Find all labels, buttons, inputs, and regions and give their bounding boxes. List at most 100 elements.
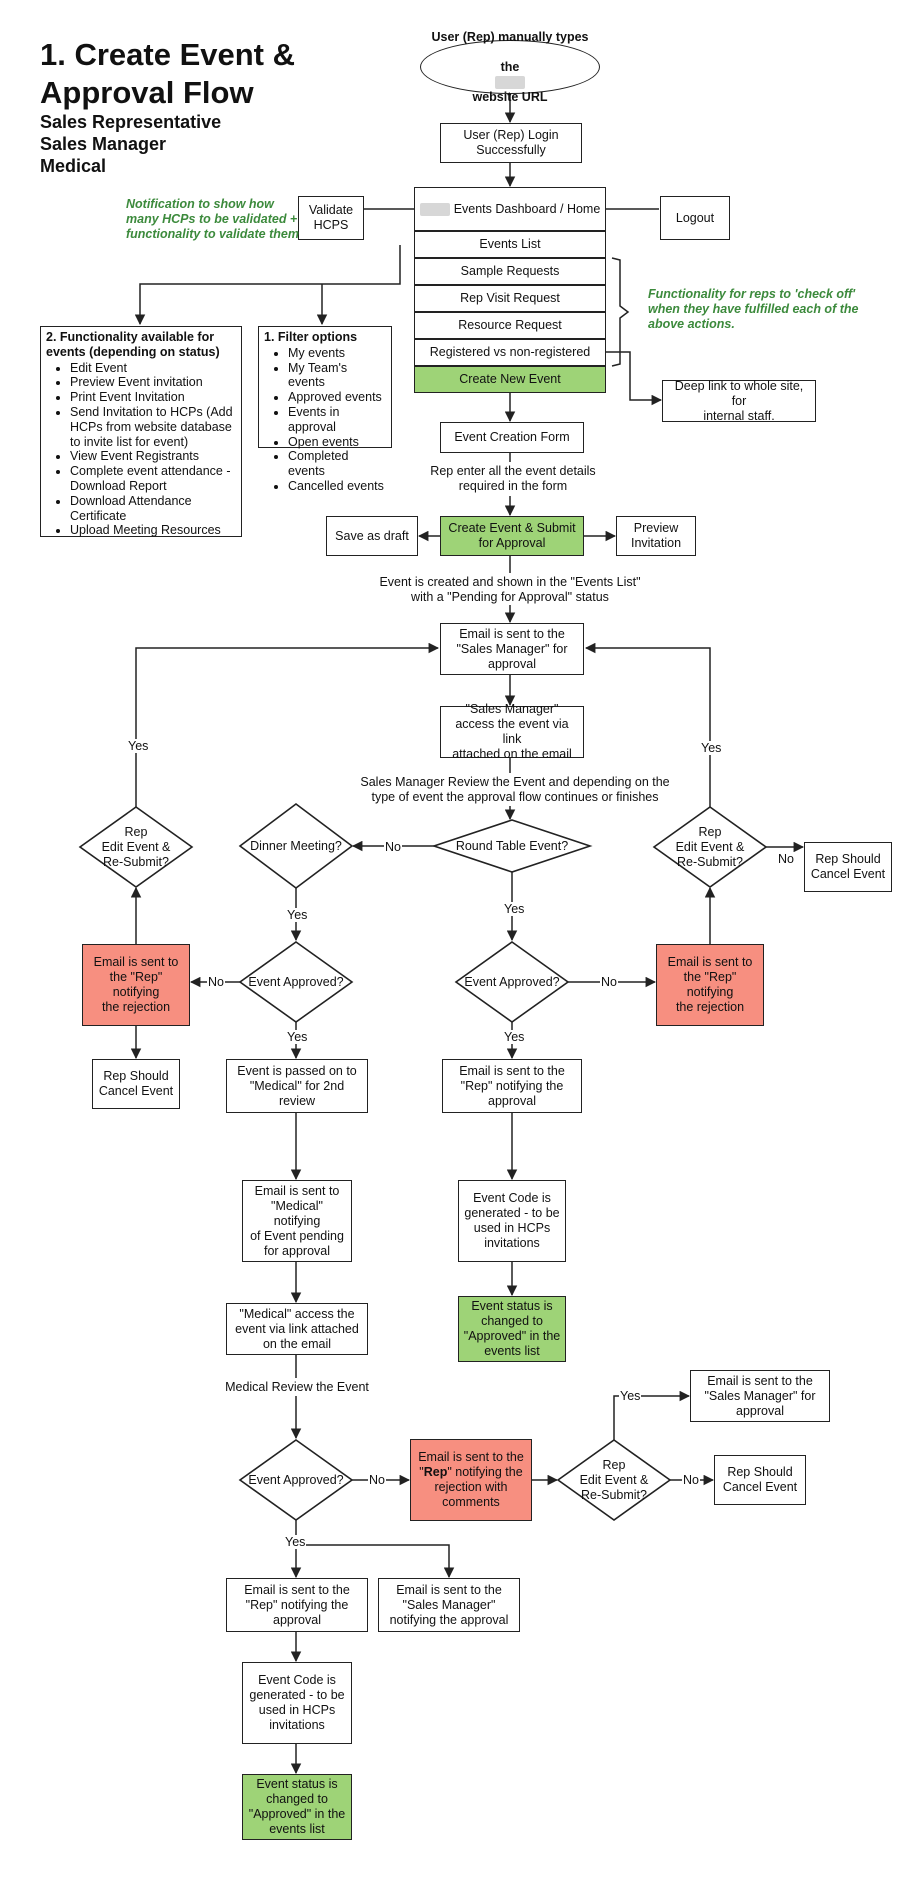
start-text-3: website URL (472, 89, 548, 104)
reject-right-node: Email is sent to the "Rep" notifying the… (656, 944, 764, 1026)
round-table-diamond (431, 819, 593, 873)
preview-invitation-node: Preview Invitation (616, 516, 696, 556)
redacted-logo-2 (419, 202, 450, 216)
resource-request-item: Resource Request (414, 312, 606, 339)
round-table-decision: Round Table Event? (455, 838, 569, 853)
list-item: Open events (288, 435, 386, 450)
rep-cancel-bottom-node: Rep Should Cancel Event (714, 1455, 806, 1505)
rep-edit-right-diamond (652, 806, 768, 888)
list-item: Edit Event (70, 361, 236, 376)
functionality-heading: 2. Functionality available for events (d… (46, 330, 220, 359)
rep-enter-label: Rep enter all the event details required… (430, 464, 596, 493)
connector (613, 1390, 691, 1440)
page-title: 1. Create Event & Approval Flow (40, 36, 295, 112)
login-node: User (Rep) Login Successfully (440, 123, 582, 163)
connector (134, 245, 401, 326)
yes-label: Yes (700, 741, 723, 755)
role-medical: Medical (40, 156, 107, 176)
no-label: No (207, 975, 225, 989)
approved-round-diamond (454, 941, 570, 1023)
list-item: Preview Event invitation (70, 375, 236, 390)
approved-round-decision: Event Approved? (464, 974, 560, 989)
approved-medical-diamond (238, 1439, 354, 1521)
list-item: My events (288, 346, 386, 361)
list-item: Upload Meeting Resources (70, 523, 236, 538)
yes-label: Yes (503, 902, 526, 916)
events-list-item: Events List (414, 231, 606, 258)
title-line-2: Approval Flow (40, 75, 254, 110)
role-sales-manager: Sales Manager (40, 134, 167, 154)
yes-label: Yes (286, 1030, 309, 1044)
yes-label: Yes (503, 1030, 526, 1044)
rep-visit-item: Rep Visit Request (414, 285, 606, 312)
sm-review-label: Sales Manager Review the Event and depen… (340, 775, 690, 805)
connector (296, 1544, 455, 1579)
validate-hcps-node: Validate HCPS (298, 196, 364, 240)
registered-item: Registered vs non-registered (414, 339, 606, 366)
validate-note: Notification to show how many HCPs to be… (126, 197, 299, 241)
list-item: Download Attendance Certificate (70, 494, 236, 524)
start-text-1: User (Rep) manually types (431, 29, 589, 44)
list-item: Cancelled events (288, 479, 386, 494)
approved-dinner-decision: Event Approved? (248, 974, 344, 989)
rep-edit-right-decision: Rep Edit Event & Re-Submit? (675, 824, 745, 869)
reject-comments-node: Email is sent to the "Rep" notifying the… (410, 1439, 532, 1521)
functionality-list: 2. Functionality available for events (d… (40, 326, 242, 537)
list-item: Print Event Invitation (70, 390, 236, 405)
email-rep-approval-2-node: Email is sent to the "Rep" notifying the… (226, 1578, 368, 1632)
create-new-event-item: Create New Event (414, 366, 606, 393)
rep-cancel-right-node: Rep Should Cancel Event (804, 842, 892, 892)
list-item: View Event Registrants (70, 449, 236, 464)
connector (135, 642, 440, 807)
yes-label: Yes (284, 1535, 307, 1549)
list-item: My Team's events (288, 361, 386, 391)
sm-access-node: "Sales Manager" access the event via lin… (440, 702, 584, 761)
reject-comments-post: " notifying the rejection with comments (434, 1465, 523, 1509)
sample-requests-item: Sample Requests (414, 258, 606, 285)
reject-left-node: Email is sent to the "Rep" notifying the… (82, 944, 190, 1026)
roles-list: Sales Representative Sales Manager Medic… (40, 111, 221, 177)
passed-medical-node: Event is passed on to "Medical" for 2nd … (226, 1059, 368, 1113)
start-text-2: the (500, 59, 520, 74)
no-label: No (600, 975, 618, 989)
email-rep-approval-1-node: Email is sent to the "Rep" notifying the… (442, 1059, 582, 1113)
no-label: No (384, 840, 402, 854)
status-approved-2-node: Event status is changed to "Approved" in… (242, 1774, 352, 1840)
filter-heading: 1. Filter options (264, 330, 358, 344)
list-item: Complete event attendance - Download Rep… (70, 464, 236, 494)
medical-review-label: Medical Review the Event (225, 1380, 369, 1394)
email-sm-2-node: Email is sent to the "Sales Manager" for… (690, 1370, 830, 1422)
list-item: Events in approval (288, 405, 386, 435)
dinner-meeting-decision: Dinner Meeting? (250, 838, 342, 853)
create-submit-node: Create Event & Submit for Approval (440, 516, 584, 556)
rep-edit-left-diamond (78, 806, 194, 888)
dashboard-label: Events Dashboard / Home (453, 201, 601, 216)
checkoff-note: Functionality for reps to 'check off' wh… (648, 287, 859, 331)
redacted-logo (495, 75, 525, 89)
list-item: Completed events (288, 449, 386, 479)
event-creation-form-node: Event Creation Form (440, 422, 584, 453)
approved-medical-decision: Event Approved? (248, 1472, 344, 1487)
connector (606, 351, 663, 406)
reject-comments-pre: Email is sent to the " (418, 1450, 524, 1479)
filter-options-list: 1. Filter options My events My Team's ev… (258, 326, 392, 493)
title-line-1: 1. Create Event & (40, 37, 295, 72)
email-medical-node: Email is sent to "Medical" notifying of … (242, 1180, 352, 1262)
dinner-diamond (238, 803, 354, 889)
rep-edit-bottom-diamond (556, 1439, 672, 1521)
no-label: No (777, 852, 795, 866)
no-label: No (682, 1473, 700, 1487)
list-item: Approved events (288, 390, 386, 405)
reject-comments-bold: Rep (423, 1465, 448, 1479)
list-item: Send Invitation to HCPs (Add HCPs from w… (70, 405, 236, 449)
start-node: User (Rep) manually types the website UR… (420, 30, 600, 104)
yes-label: Yes (127, 739, 150, 753)
event-created-label: Event is created and shown in the "Event… (379, 575, 641, 604)
event-code-1-node: Event Code is generated - to be used in … (458, 1180, 566, 1262)
deep-link-node: Deep link to whole site, for internal st… (662, 379, 816, 423)
no-label: No (368, 1473, 386, 1487)
email-sm-approval-node: Email is sent to the "Sales Manager" not… (378, 1578, 520, 1632)
brace-connector (611, 257, 630, 367)
rep-edit-left-decision: Rep Edit Event & Re-Submit? (101, 824, 171, 869)
